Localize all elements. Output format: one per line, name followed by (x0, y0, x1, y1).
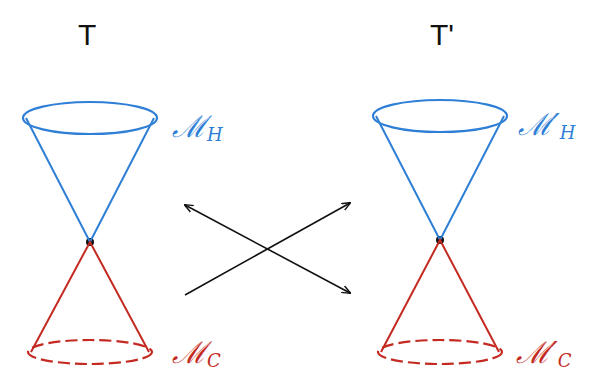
cone-outline (18, 242, 185, 378)
set-label: ℳ′H (518, 110, 576, 142)
cone-side (376, 116, 504, 240)
cone-outline (350, 240, 510, 378)
cold-cone: ℳC (18, 242, 185, 378)
system-label: T' (430, 20, 454, 50)
set-label: ℳH (172, 112, 223, 144)
cone-outline (350, 96, 510, 240)
cone-rim (378, 340, 502, 364)
cold-cone: ℳ′C (350, 240, 510, 378)
cone-rim (373, 100, 507, 132)
set-label: ℳC (172, 338, 221, 370)
system-label: T (78, 20, 96, 50)
hot-cone: ℳ′H (350, 96, 510, 240)
cone-side (381, 240, 499, 352)
cone-rim (23, 102, 157, 134)
cone-rim (28, 340, 152, 364)
cone-outline (18, 98, 185, 242)
set-label: ℳ′C (516, 338, 572, 370)
cone-side (26, 118, 154, 242)
cone-side (31, 242, 149, 352)
hot-cone: ℳH (18, 98, 185, 242)
exchange-arrow (185, 203, 350, 295)
